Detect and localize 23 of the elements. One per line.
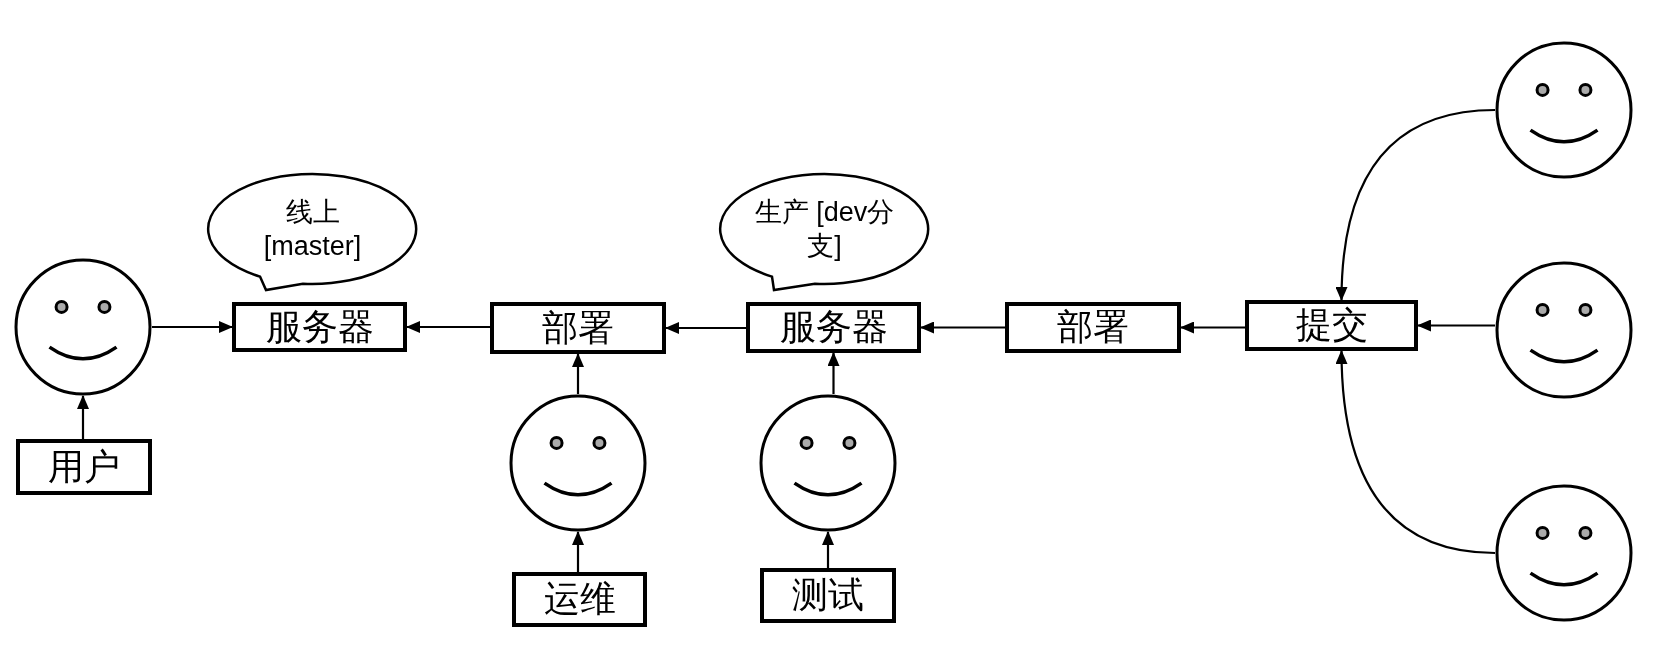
arrow bbox=[572, 531, 584, 572]
arrow bbox=[1180, 321, 1245, 334]
arrow bbox=[152, 321, 233, 333]
step-box: 运维 bbox=[512, 572, 647, 627]
bubble-text: 生产 [dev分支] bbox=[754, 196, 895, 263]
step-box: 测试 bbox=[760, 568, 896, 623]
step-box: 部署 bbox=[1005, 302, 1181, 353]
arrow bbox=[1335, 108, 1496, 301]
step-box: 服务器 bbox=[232, 302, 407, 352]
bubble-text: 线上 [master] bbox=[262, 196, 363, 263]
arrow bbox=[77, 395, 89, 439]
arrow bbox=[665, 322, 746, 334]
step-box: 提交 bbox=[1245, 300, 1418, 351]
step-box: 服务器 bbox=[746, 302, 921, 353]
arrow bbox=[822, 531, 834, 568]
step-box: 部署 bbox=[490, 302, 666, 354]
arrow bbox=[406, 321, 490, 333]
arrow bbox=[572, 353, 584, 394]
arrow bbox=[827, 352, 840, 394]
step-box: 用户 bbox=[16, 439, 152, 495]
arrow bbox=[920, 321, 1005, 334]
arrow bbox=[1335, 350, 1496, 555]
arrow bbox=[1417, 319, 1495, 332]
